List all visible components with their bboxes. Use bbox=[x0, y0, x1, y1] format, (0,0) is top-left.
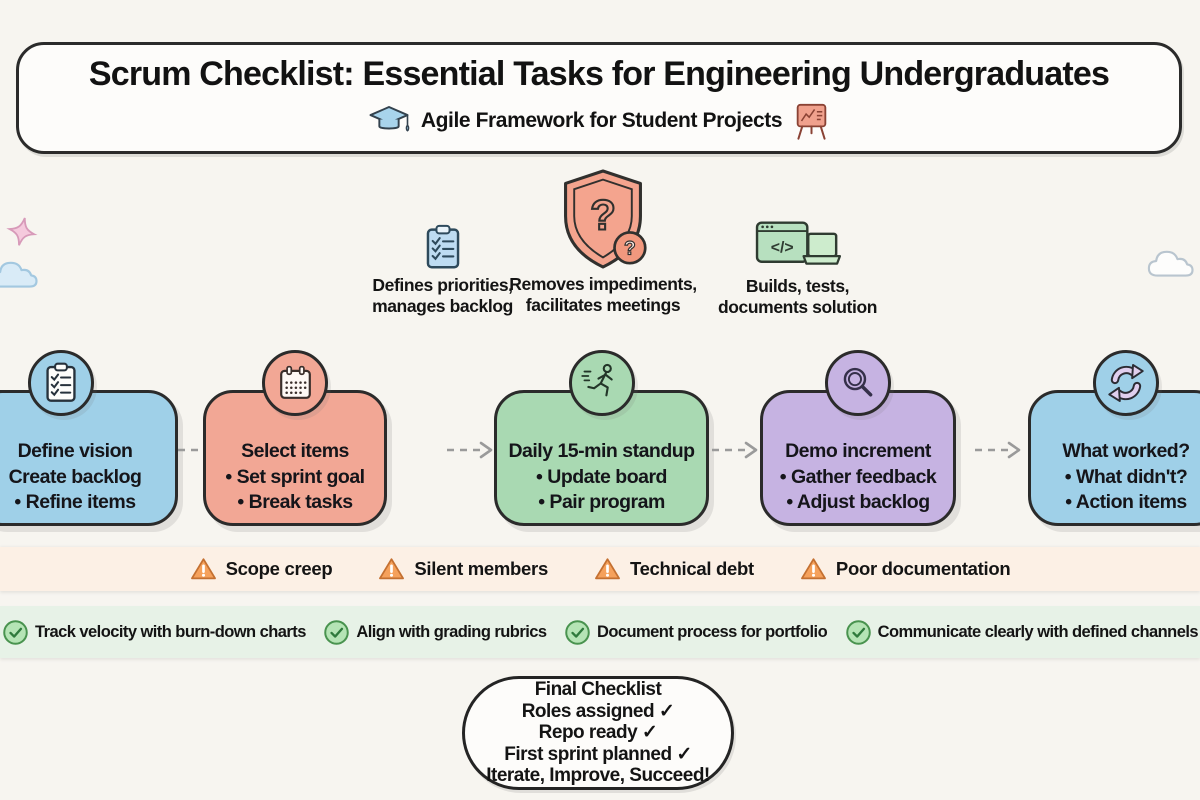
clipboard-icon bbox=[28, 350, 94, 416]
practice-item: Communicate clearly with defined channel… bbox=[845, 619, 1199, 646]
practice-item: Track velocity with burn-down charts bbox=[2, 619, 306, 646]
role-product-owner: Defines priorities, manages backlog bbox=[325, 224, 560, 316]
check-circle-icon bbox=[2, 619, 29, 646]
step-daily-standup: Daily 15-min standup • Update board • Pa… bbox=[494, 350, 709, 526]
step-text: Demo increment • Gather feedback • Adjus… bbox=[779, 440, 937, 513]
page-subtitle-row: Agile Framework for Student Projects bbox=[368, 101, 830, 141]
final-checklist-line: First sprint planned ✓ bbox=[504, 743, 692, 765]
sparkle-icon bbox=[4, 214, 40, 252]
warning-triangle-icon bbox=[594, 557, 621, 581]
svg-text:?: ? bbox=[590, 192, 616, 239]
final-checklist-line: Roles assigned ✓ bbox=[521, 700, 675, 722]
final-checklist-line: Iterate, Improve, Succeed! bbox=[486, 765, 710, 787]
shield-question-icon: ? ? bbox=[555, 168, 651, 270]
best-practices-band: Track velocity with burn-down charts Ali… bbox=[0, 606, 1200, 658]
practice-item: Align with grading rubrics bbox=[323, 619, 547, 646]
role-description: Removes impediments, facilitates meeting… bbox=[509, 274, 697, 315]
pitfall-item: Poor documentation bbox=[800, 557, 1011, 581]
svg-text:?: ? bbox=[624, 239, 636, 260]
title-banner: Scrum Checklist: Essential Tasks for Eng… bbox=[16, 42, 1182, 154]
role-scrum-master: ? ? Removes impediments, facilitates mee… bbox=[478, 168, 728, 315]
step-text: What worked? • What didn't? • Action ite… bbox=[1062, 440, 1190, 513]
role-description: Builds, tests, documents solution bbox=[717, 276, 878, 317]
flow-arrow bbox=[447, 441, 493, 459]
code-laptop-icon: </> bbox=[754, 218, 842, 272]
refresh-icon bbox=[1093, 350, 1159, 416]
practice-item: Document process for portfolio bbox=[564, 619, 828, 646]
final-checklist-line: Repo ready ✓ bbox=[538, 722, 658, 744]
svg-text:</>: </> bbox=[770, 239, 793, 256]
flow-arrow bbox=[975, 441, 1021, 459]
cloud-icon bbox=[1146, 240, 1200, 286]
role-developers: </> Builds, tests, documents solution bbox=[690, 218, 905, 317]
graduation-cap-icon bbox=[368, 103, 410, 140]
step-product-backlog: Define vision Create backlog • Refine it… bbox=[0, 350, 178, 526]
role-description: Defines priorities, manages backlog bbox=[372, 275, 513, 316]
calendar-icon bbox=[262, 350, 328, 416]
presentation-board-icon bbox=[793, 101, 830, 141]
pitfall-item: Silent members bbox=[378, 557, 548, 581]
warning-triangle-icon bbox=[800, 557, 827, 581]
final-checklist-card: Final Checklist Roles assigned ✓ Repo re… bbox=[462, 676, 734, 790]
step-sprint-review: Demo increment • Gather feedback • Adjus… bbox=[760, 350, 956, 526]
step-sprint-planning: Select items • Set sprint goal • Break t… bbox=[203, 350, 387, 526]
flow-arrow bbox=[712, 441, 758, 459]
runner-icon bbox=[568, 350, 635, 416]
magnifier-icon bbox=[825, 350, 891, 416]
warning-triangle-icon bbox=[378, 557, 405, 581]
page-title: Scrum Checklist: Essential Tasks for Eng… bbox=[88, 55, 1110, 93]
clipboard-checklist-icon bbox=[424, 224, 462, 271]
check-circle-icon bbox=[845, 619, 872, 646]
step-text: Define vision Create backlog • Refine it… bbox=[8, 440, 142, 513]
final-checklist-title: Final Checklist bbox=[534, 679, 662, 701]
pitfalls-band: Scope creep Silent members Technical deb… bbox=[0, 547, 1200, 591]
step-text: Select items • Set sprint goal • Break t… bbox=[225, 440, 365, 513]
check-circle-icon bbox=[564, 619, 591, 646]
step-retrospective: What worked? • What didn't? • Action ite… bbox=[1028, 350, 1200, 526]
cloud-icon bbox=[0, 254, 52, 294]
check-circle-icon bbox=[323, 619, 350, 646]
pitfall-item: Scope creep bbox=[190, 557, 333, 581]
step-text: Daily 15-min standup • Update board • Pa… bbox=[508, 440, 695, 513]
pitfall-item: Technical debt bbox=[594, 557, 754, 581]
warning-triangle-icon bbox=[190, 557, 217, 581]
page-subtitle: Agile Framework for Student Projects bbox=[420, 109, 783, 132]
